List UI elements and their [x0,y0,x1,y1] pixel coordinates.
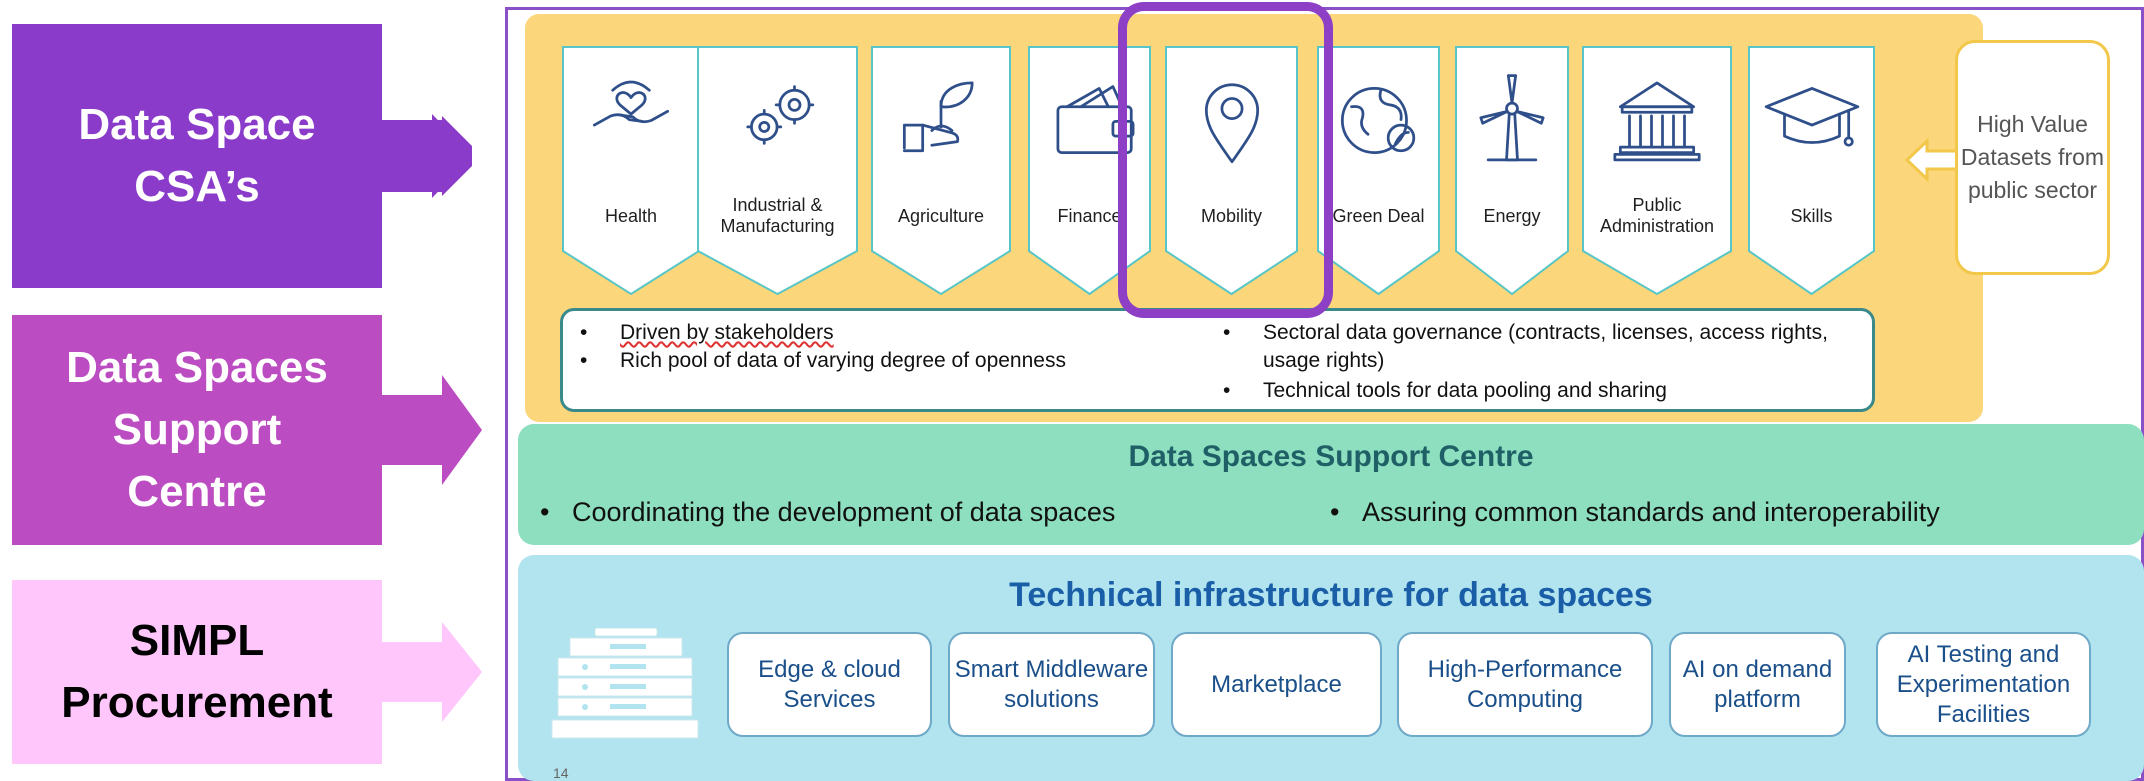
sector-card: Energy [1455,46,1569,296]
bullet-left-0: •Driven by stakeholders [580,321,834,344]
sector-card: Industrial & Manufacturing [697,46,858,296]
support-bullet-1: • Assuring common standards and interope… [1330,497,1940,527]
sector-label: Agriculture [897,205,985,226]
sector-label: Mobility [1200,205,1262,226]
support-centre-panel [518,424,2144,545]
technical-infrastructure-title: Technical infrastructure for data spaces [1009,576,1653,614]
mobility-highlight [1118,2,1333,318]
page-number: 14 [553,765,569,781]
tech-box-edge-cloud: Edge & cloud Services [727,632,932,737]
sector-label: Health [604,205,658,226]
wind-turbine-icon [1479,74,1545,162]
sector-bullets-box: •Driven by stakeholders •Rich pool of da… [560,308,1875,412]
support-bullet-0: • Coordinating the development of data s… [540,497,1116,527]
sector-label: Finance [1057,205,1122,226]
high-value-datasets-box: High Value Datasets from public sector [1955,40,2110,275]
government-building-icon [1613,81,1701,162]
tech-box-hpc: High-Performance Computing [1397,632,1653,737]
sector-card: Public Administration [1582,46,1732,296]
tech-box-ai-testing: AI Testing and Experimentation Facilitie… [1876,632,2091,737]
heart-hands-icon [592,80,670,127]
graduation-cap-icon [1764,87,1859,147]
sector-label: Green Deal [1332,205,1425,226]
sector-card: Mobility [1165,46,1298,296]
bullet-right-1: •Technical tools for data pooling and sh… [1223,379,1667,402]
tech-box-ai-on-demand: AI on demand platform [1669,632,1846,737]
sector-label: Skills [1790,205,1833,226]
bullet-left-1: •Rich pool of data of varying degree of … [580,349,1066,372]
support-centre-arrow [12,315,482,545]
gears-icon [745,85,814,145]
sector-card: Health [562,46,700,296]
sector-label: Industrial & Manufacturing [720,195,835,236]
support-centre-title: Data Spaces Support Centre [1128,440,1534,473]
bullet-right-0: •Sectoral data governance (contracts, li… [1223,321,1828,372]
sector-card: Green Deal [1317,46,1440,296]
server-rack-icon [551,628,699,739]
sector-card: Agriculture [871,46,1011,296]
tech-box-smart-middleware: Smart Middleware solutions [948,632,1155,737]
plant-hand-icon [902,81,974,153]
sector-label: Public Administration [1599,195,1715,236]
sector-card: Skills [1748,46,1875,296]
sector-label: Energy [1483,205,1541,226]
high-value-arrow [1905,138,1960,182]
location-pin-icon [1204,83,1259,164]
simpl-arrow [12,580,482,764]
globe-leaf-icon [1340,87,1415,154]
csa-arrow [12,24,472,288]
tech-box-marketplace: Marketplace [1171,632,1382,737]
